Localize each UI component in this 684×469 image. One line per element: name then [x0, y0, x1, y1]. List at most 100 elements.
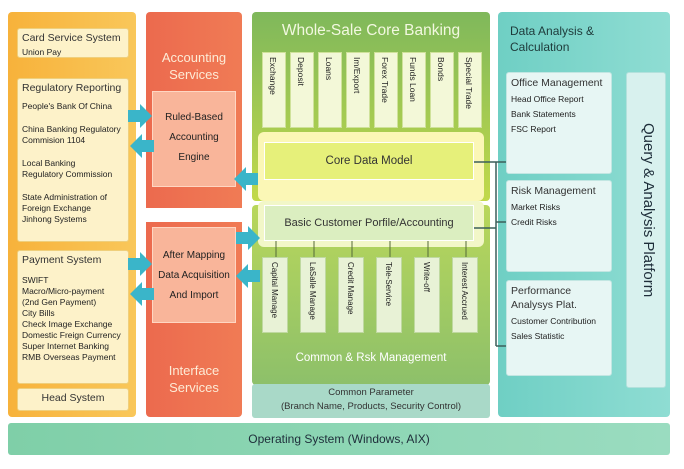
regulatory-item: China Banking Regulatory [22, 124, 121, 134]
module-tab-label: Exchange [268, 57, 278, 95]
payment-item: Domestic Freign Currency [22, 330, 121, 340]
performance-title: Analysys Plat. [511, 299, 577, 311]
common-risk-title: Common & Rsk Management [295, 352, 447, 364]
common-parameter-box: Common Parameter (Branch Name, Products,… [252, 384, 490, 418]
payment-item: Super Internet Banking [22, 341, 109, 351]
payment-box: Payment System SWIFT Macro/Micro-payment… [17, 250, 129, 384]
acquisition-line: After Mapping [162, 250, 226, 261]
analysis-title-line: Calculation [510, 40, 570, 54]
performance-box: Performance Analysys Plat. Customer Cont… [506, 280, 612, 376]
risk-management-title: Risk Management [511, 185, 596, 197]
management-tab-label: Capital Manage [270, 262, 279, 319]
risk-management-box: Risk Management Market Risks Credit Risk… [506, 180, 612, 272]
interface-services-title-2: Services [169, 380, 219, 395]
module-tab: Im/Export [346, 52, 370, 128]
risk-item: Credit Risks [511, 217, 557, 227]
analysis-column: Data Analysis & Calculation Office Manag… [498, 12, 670, 417]
external-systems-column: Card Service System Union Pay Regulatory… [8, 12, 136, 417]
performance-item: Customer Contribution [511, 316, 597, 326]
services-divider [146, 208, 242, 222]
right-arrow-icon [128, 252, 152, 276]
accounting-services-title-2: Services [169, 67, 219, 82]
operating-system-bar: Operating System (Windows, AIX) [8, 423, 670, 455]
core-data-model-box: Core Data Model [264, 142, 474, 180]
analysis-title-line: Data Analysis & [510, 24, 595, 38]
payment-item: Macro/Micro-payment [22, 286, 105, 296]
office-item: FSC Report [511, 124, 556, 134]
services-column: Accounting Services Ruled-Based Accounti… [146, 12, 242, 417]
card-service-box: Card Service System Union Pay [17, 28, 129, 58]
office-item: Head Office Report [511, 94, 584, 104]
left-arrow-icon [130, 134, 154, 158]
query-platform-label: Query & Analysis Platform [640, 123, 657, 298]
head-system-box: Head System [17, 388, 129, 411]
basic-customer-profile-box: Basic Customer Porfile/Accounting [264, 205, 474, 241]
management-tab-label: Tele-Service [384, 262, 393, 307]
module-tab-label: Special Trade [464, 57, 474, 109]
payment-item: (2nd Gen Payment) [22, 297, 97, 307]
module-tab-label: Bonds [436, 57, 446, 82]
regulatory-item: Regulatory Commission [22, 169, 113, 179]
tab-connector-lines [275, 241, 467, 257]
management-tab: Credit Manage [338, 257, 364, 333]
payment-arrows [128, 252, 154, 306]
core-banking-title: Whole-Sale Core Banking [281, 22, 461, 39]
management-tab: Interest Accrued [452, 257, 478, 333]
core-to-accounting-arrow [234, 167, 258, 191]
payment-item: SWIFT [22, 275, 49, 285]
module-tab-label: Deposit [296, 57, 306, 86]
common-parameter-title: Common Parameter [328, 387, 414, 398]
management-tab-label: Credit Manage [346, 262, 355, 315]
payment-item: Check Image Exchange [22, 319, 113, 329]
module-tab: Special Trade [458, 52, 482, 128]
office-management-title: Office Management [511, 77, 603, 89]
regulatory-item: Commision 1104 [22, 135, 86, 145]
payment-item: City Bills [22, 308, 55, 318]
left-arrow-icon [234, 167, 258, 191]
regulatory-item: Foreign Exchange [22, 203, 91, 213]
regulatory-title: Regulatory Reporting [22, 82, 122, 94]
module-tab-label: Funds Loan [408, 57, 418, 102]
analysis-connector-lines [474, 161, 506, 347]
accounting-engine-box: Ruled-Based Accounting Engine [152, 91, 236, 187]
engine-line: Engine [178, 152, 210, 163]
core-banking-panel: Whole-Sale Core Banking Exchange Deposit… [252, 12, 490, 201]
engine-line: Ruled-Based [165, 112, 223, 123]
payment-item: RMB Overseas Payment [22, 352, 116, 362]
management-tab-label: Interest Accrued [460, 262, 469, 320]
interface-services-title-1: Interface [168, 363, 220, 378]
management-tab: Tele-Service [376, 257, 402, 333]
card-service-item: Union Pay [22, 47, 62, 57]
management-tab-label: Write-off [422, 262, 431, 292]
payment-title: Payment System [22, 254, 102, 266]
tabs-to-acquisition-arrow [236, 264, 260, 288]
right-arrow-icon [236, 226, 260, 250]
acquisition-line: And Import [169, 290, 219, 301]
analysis-title: Data Analysis & Calculation [510, 23, 594, 55]
module-tab-label: Loans [324, 57, 334, 81]
module-tab: Forex Trade [374, 52, 398, 128]
regulatory-item: Local Banking [22, 158, 76, 168]
accounting-services-title-1: Accounting [161, 50, 227, 65]
right-arrow-icon [128, 104, 152, 128]
management-tab-label: LaSalle Manage [308, 262, 317, 320]
regulatory-item: People's Bank Of China [22, 101, 112, 111]
module-tab: Exchange [262, 52, 286, 128]
module-tab: Loans [318, 52, 342, 128]
left-arrow-icon [130, 282, 154, 306]
query-platform-box: Query & Analysis Platform [626, 72, 666, 388]
acquisition-line: Data Acquisition [158, 270, 230, 281]
performance-title: Performance [511, 285, 572, 297]
module-tab-label: Forex Trade [380, 57, 390, 103]
performance-item: Sales Statistic [511, 331, 565, 341]
common-parameter-detail: (Branch Name, Products, Security Control… [280, 401, 462, 412]
management-tab: Write-off [414, 257, 440, 333]
head-system-title: Head System [41, 392, 105, 404]
common-risk-panel: Basic Customer Porfile/Accounting Capita… [252, 201, 490, 385]
module-tab-label: Im/Export [352, 57, 362, 94]
left-arrow-icon [236, 264, 260, 288]
risk-item: Market Risks [511, 202, 561, 212]
management-tab: LaSalle Manage [300, 257, 326, 333]
data-acquisition-box: After Mapping Data Acquisition And Impor… [152, 227, 236, 323]
regulatory-box: Regulatory Reporting People's Bank Of Ch… [17, 78, 129, 242]
